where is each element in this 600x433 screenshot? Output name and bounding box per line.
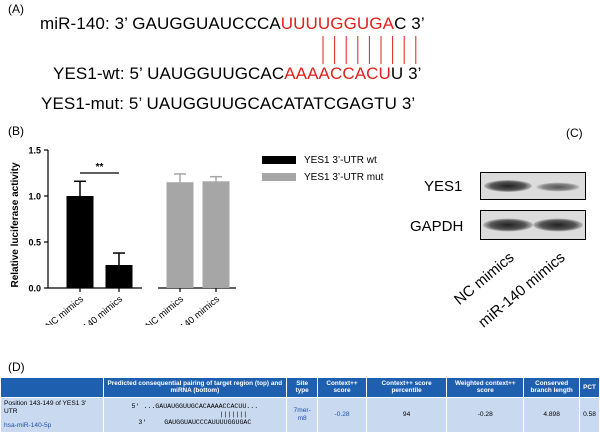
table-header-percentile: Context++ score percentile (365, 377, 448, 398)
pair-bottom-seq: GAUGGUAUCCCAUUUUGGUGAC (164, 419, 252, 427)
mir-140-prefix: miR-140: 3’ GAUGGUAUCCCA (40, 14, 281, 33)
yes1-mut-sequence: YES1-mut: 5’ UAUGGUUGCACATATCGAGTU 3’ (41, 94, 416, 113)
panel-d-label: (D) (8, 360, 25, 374)
table-header-pct: PCT (579, 377, 600, 398)
luciferase-bar-chart: Relative luciferase activity 0.0 0.5 1.0 1.… (10, 146, 236, 325)
panel-b-label: (B) (8, 124, 24, 138)
table-row: Position 143-149 of YES1 3' UTR hsa-miR-… (0, 396, 600, 433)
table-header-branch-length: Conserved branch length (523, 377, 581, 398)
yes1-wt-sequence: YES1-wt: 5’ UAUGGUUGCACAAAACCACUU 3’ (53, 64, 422, 84)
band-gapdh-mir140 (533, 218, 583, 232)
table-header-row: Predicted consequential pairing of targe… (0, 377, 600, 398)
legend-item-wt: YES1 3’-UTR wt (262, 155, 377, 166)
panel-c-label: (C) (566, 126, 583, 140)
table-cell-branch-length: 4.898 (523, 396, 581, 433)
chart-ylabel: Relative luciferase activity (10, 162, 21, 288)
western-blot (480, 172, 586, 240)
legend-swatch-wt (262, 156, 296, 165)
legend-label-mut: YES1 3’-UTR mut (304, 172, 384, 183)
table-cell-context-score: -0.28 (317, 396, 367, 433)
bar (202, 181, 230, 288)
x-tick-label: NC mimics (144, 294, 186, 325)
bar (105, 265, 133, 288)
targetscan-table: Predicted consequential pairing of targe… (0, 377, 600, 433)
yes1-wt-suffix: U 3’ (390, 64, 422, 83)
band-yes1-mir140 (536, 182, 580, 192)
y-tick-label: 1.0 (28, 192, 41, 202)
legend-swatch-mut (262, 173, 296, 182)
table-header-site-type: Site type (286, 377, 319, 398)
blot-label-yes1: YES1 (424, 178, 463, 195)
bar (66, 196, 94, 288)
panel-a-label: (A) (8, 2, 24, 16)
legend-label-wt: YES1 3’-UTR wt (304, 155, 377, 166)
yes1-wt-site: AAAACCACU (284, 64, 391, 83)
table-cell-percentile: 94 (365, 396, 448, 433)
bar (166, 182, 194, 288)
table-cell-site-type[interactable]: 7mer-m8 (286, 396, 319, 433)
table-header-empty (0, 377, 104, 398)
pair-top-seq: ...GAUAUGGUUGCACAAAACCACUU... (143, 402, 259, 410)
pairing-lines (322, 36, 417, 64)
mirna-link[interactable]: hsa-miR-140-5p (4, 422, 52, 430)
significance-stars: ** (96, 162, 104, 173)
mir-140-seed: UUUUGGUGA (280, 14, 395, 33)
y-tick-label: 0.0 (28, 284, 41, 294)
band-yes1-nc (484, 180, 532, 192)
legend-item-mut: YES1 3’-UTR mut (262, 172, 383, 183)
y-tick-label: 0.5 (28, 238, 41, 248)
table-cell-weighted: -0.28 (446, 396, 525, 433)
x-tick-label: NC mimics (44, 294, 86, 325)
yes1-wt-prefix: YES1-wt: 5’ UAUGGUUGCAC (53, 64, 285, 83)
blot-lane-mir140: miR-140 mimics (475, 249, 569, 332)
table-header-pairing: Predicted consequential pairing of targe… (102, 377, 288, 398)
pair-bars: ||||||| (219, 410, 248, 418)
y-tick-label: 1.5 (28, 146, 41, 156)
table-cell-position: Position 143-149 of YES1 3' UTR hsa-miR-… (0, 396, 104, 433)
pair-bottom-prefix: 3' (138, 419, 151, 427)
band-gapdh-nc (483, 218, 533, 232)
table-cell-pct: 0.58 (579, 396, 600, 433)
table-cell-pairing: 5' ...GAUAUGGUUGCACAAAACCACUU...||||||| 3… (102, 396, 288, 433)
pair-top-prefix: 5' (131, 402, 144, 410)
table-header-weighted: Weighted context++ score (446, 377, 525, 398)
position-text: Position 143-149 of YES1 3' UTR (4, 399, 87, 415)
mir-140-sequence: miR-140: 3’ GAUGGUAUCCCAUUUUGGUGAC 3’ (40, 14, 425, 34)
table-header-context-score: Context++ score (317, 377, 367, 398)
blot-label-gapdh: GAPDH (410, 218, 464, 235)
mir-140-suffix: C 3’ (394, 14, 425, 33)
